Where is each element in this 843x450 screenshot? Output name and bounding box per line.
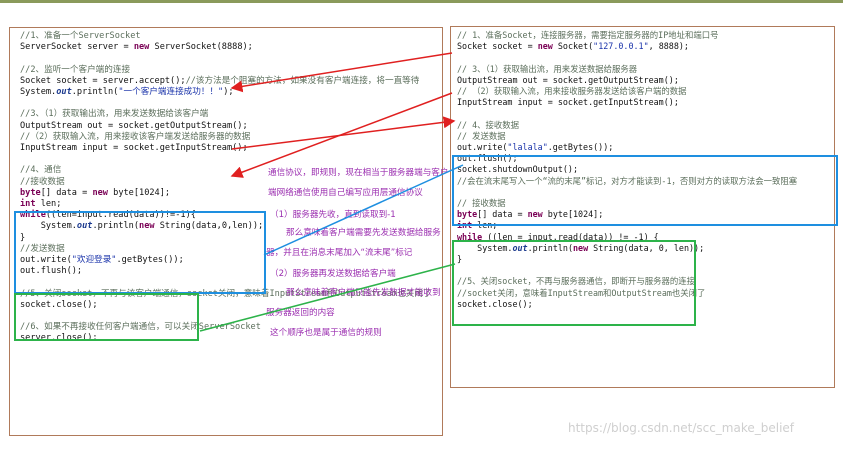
- arrow-server-out-to-client-in: [231, 116, 456, 150]
- server-recv-line-1: byte[] data = new byte[1024];: [20, 187, 171, 198]
- server-recv-line-4: System.out.println(new String(data,0,len…: [20, 221, 264, 232]
- client-send-comment-2: //会在流末尾写入一个“流的末尾”标记，对方才能读到-1，否则对方的读取方法会一…: [457, 175, 798, 186]
- client-comment-4: // 4、接收数据: [457, 119, 520, 130]
- arrow-server-send-to-client-recv: [199, 263, 456, 332]
- client-line-inputstream: InputStream input = socket.getInputStrea…: [457, 97, 679, 108]
- client-send-line-3: socket.shutdownOutput();: [457, 164, 579, 175]
- server-send-line-2: out.flush();: [20, 266, 83, 277]
- server-comment-7: //6、如果不再接收任何客户端通信，可以关闭ServerSocket: [20, 322, 261, 333]
- client-recv-comment: // 接收数据: [457, 198, 506, 209]
- server-line-socket-close: socket.close();: [20, 299, 98, 310]
- server-recv-comment: //接收数据: [20, 176, 65, 187]
- client-comment-3: // （2）获取输入流，用来接收服务器发送给该客户端的数据: [457, 86, 687, 97]
- server-recv-line-2: int len;: [20, 199, 62, 210]
- server-line-inputstream: InputStream input = socket.getInputStrea…: [20, 143, 248, 154]
- client-line-socket-close: socket.close();: [457, 298, 533, 309]
- client-comment-5: //5、关闭socket，不再与服务器通信，即断开与服务器的连接: [457, 276, 696, 287]
- server-line-outputstream: OutputStream out = socket.getOutputStrea…: [20, 120, 248, 131]
- client-recv-line-5: }: [457, 254, 463, 265]
- server-comment-3: //3、（1）获取输出流，用来发送数据给该客户端: [20, 109, 209, 120]
- server-line-create: ServerSocket server = new ServerSocket(8…: [20, 42, 253, 53]
- client-code-panel: [450, 26, 835, 388]
- client-recv-line-3: while ((len = input.read(data)) != -1) {: [457, 231, 659, 242]
- client-line-outputstream: OutputStream out = socket.getOutputStrea…: [457, 74, 679, 85]
- client-receive-box: [452, 240, 696, 326]
- protocol-note-3: （1）服务器先收，直到读取到-1: [270, 210, 396, 220]
- server-comment-2: //2、监听一个客户端的连接: [20, 64, 131, 75]
- server-send-comment: //发送数据: [20, 243, 65, 254]
- server-comment-5: //4、通信: [20, 165, 62, 176]
- protocol-note-9: 这个顺序也是属于通信的规则: [270, 328, 382, 338]
- client-comment-2: // 3、（1）获取输出流，用来发送数据给服务器: [457, 63, 638, 74]
- client-send-box: [452, 155, 838, 226]
- protocol-note-7: 那么意味着客户端只能先发数据才能收到: [286, 288, 441, 298]
- protocol-note-1: 通信协议，即规则，现在相当于服务器端与客户: [268, 168, 449, 178]
- protocol-note-2: 端网络通信使用自己编写应用层通信协议: [268, 188, 423, 198]
- arrow-client-out-to-server-in: [230, 92, 453, 178]
- client-comment-6: //socket关闭，意味着InputStream和OutputStream也关…: [457, 287, 706, 298]
- server-line-server-close: server.close();: [20, 333, 98, 344]
- protocol-note-8: 服务器返回的内容: [266, 308, 335, 318]
- client-send-line-2: out.flush();: [457, 153, 518, 164]
- arrow-client-send-to-server-recv: [263, 164, 464, 256]
- top-divider: [0, 0, 843, 3]
- protocol-note-5: 器，并且在消息末尾加入“流末尾”标记: [266, 248, 413, 258]
- client-comment-1: // 1、准备Socket，连接服务器，需要指定服务器的IP地址和端口号: [457, 30, 719, 40]
- server-code-panel: [9, 27, 443, 436]
- protocol-note-4: 那么意味着客户端需要先发送数据给服务: [286, 228, 441, 238]
- server-recv-line-3: while((len=input.read(data))!=-1){: [20, 210, 196, 221]
- server-line-println: System.out.println("一个客户端连接成功！！");: [20, 87, 234, 98]
- watermark: https://blog.csdn.net/scc_make_belief: [568, 421, 795, 435]
- protocol-note-6: （2）服务器再发送数据给客户端: [270, 269, 396, 279]
- server-send-line-1: out.write("欢迎登录".getBytes());: [20, 255, 184, 266]
- client-line-socket: Socket socket = new Socket("127.0.0.1", …: [457, 41, 689, 52]
- client-send-comment: // 发送数据: [457, 130, 506, 141]
- server-send-box: [14, 293, 199, 341]
- client-code: // 1、准备Socket，连接服务器，需要指定服务器的IP地址和端口号 Soc…: [457, 30, 797, 310]
- server-comment-4: //（2）获取输入流，用来接收该客户端发送给服务器的数据: [20, 131, 251, 142]
- server-line-accept: Socket socket = server.accept();//该方法是个阻…: [20, 75, 420, 86]
- server-recv-line-5: }: [20, 232, 26, 243]
- client-send-line-1: out.write("lalala".getBytes());: [457, 142, 614, 153]
- client-recv-line-4: System.out.println(new String(data, 0, l…: [457, 242, 705, 253]
- server-comment-1: //1、准备一个ServerSocket: [20, 31, 141, 41]
- client-recv-line-1: byte[] data = new byte[1024];: [457, 209, 604, 220]
- arrow-accept-connect: [230, 52, 453, 93]
